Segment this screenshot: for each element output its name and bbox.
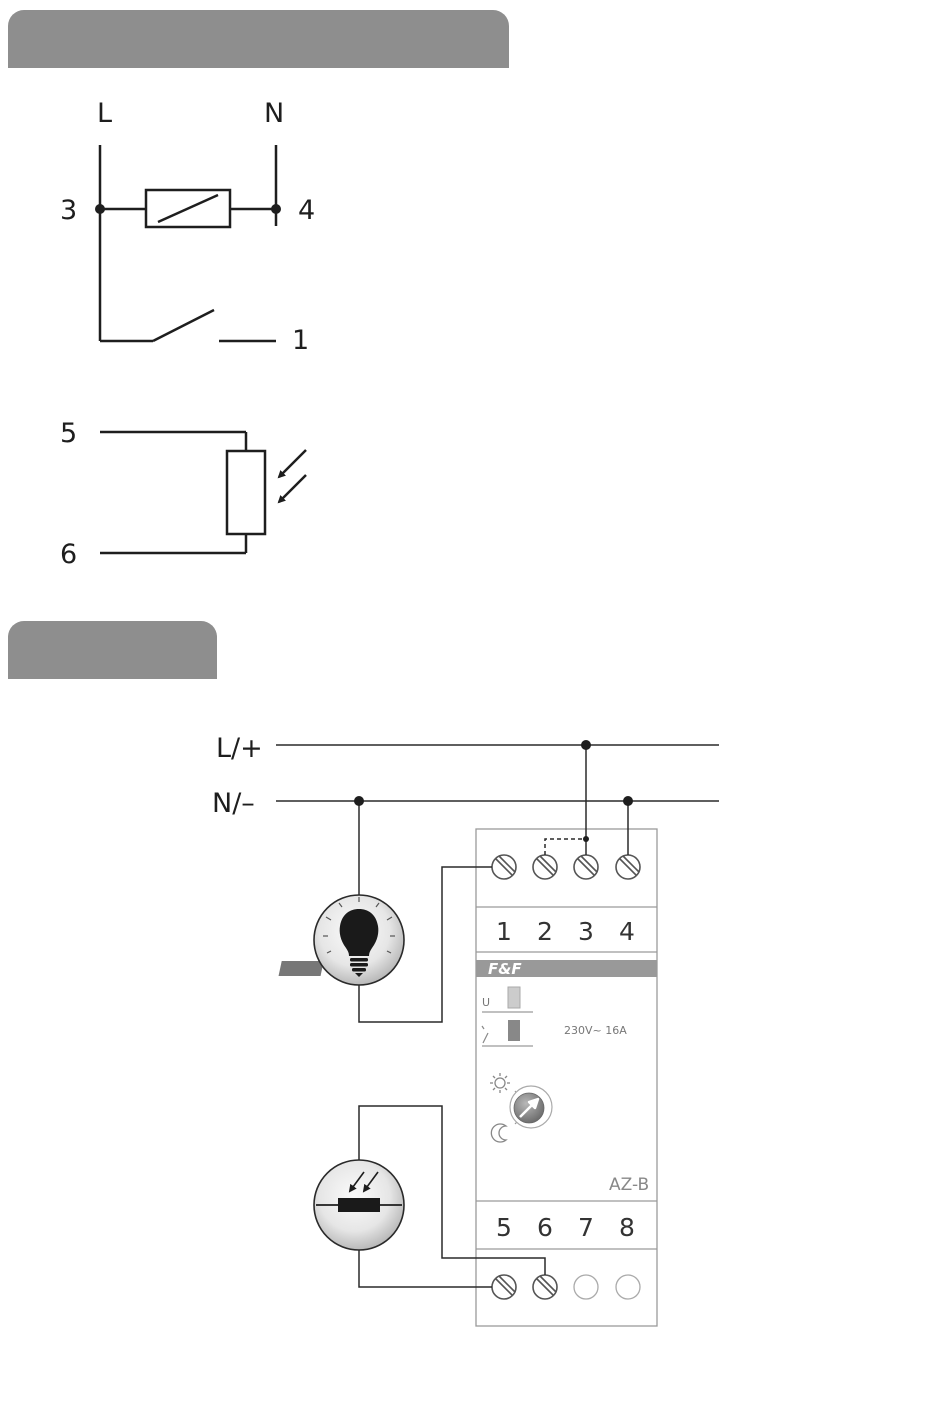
rating-label: 230V~ 16A (564, 1024, 627, 1037)
screw-terminal-4 (616, 855, 640, 879)
schematic-terminal-6: 6 (60, 539, 77, 570)
photoresistor-icon (314, 1160, 404, 1250)
bulb-icon (314, 895, 404, 985)
neutral-label: N/– (212, 788, 255, 819)
schematic-terminal-5: 5 (60, 418, 77, 449)
device-body (476, 829, 657, 1326)
screw-terminal-2 (533, 855, 557, 879)
empty-terminal-7 (574, 1275, 598, 1299)
terminal-label-8: 8 (619, 1213, 635, 1242)
schematic-label-N: N (264, 98, 284, 129)
schematic-label-L: L (97, 98, 112, 129)
schematic-terminal-4: 4 (298, 195, 315, 226)
relay-coil-symbol (95, 145, 281, 341)
screw-terminal-6 (533, 1275, 557, 1299)
empty-terminal-8 (616, 1275, 640, 1299)
indicator-u-label: U (482, 996, 490, 1009)
led-u (508, 987, 520, 1008)
model-label: AZ-B (609, 1175, 649, 1195)
terminal-label-1: 1 (496, 917, 512, 946)
schematic-terminal-3: 3 (60, 195, 77, 226)
relay-contact-symbol (100, 310, 276, 341)
terminal-label-3: 3 (578, 917, 594, 946)
brand-logo: F&F (488, 960, 522, 978)
terminal-label-4: 4 (619, 917, 635, 946)
terminal-label-7: 7 (578, 1213, 594, 1242)
line-label: L/+ (216, 733, 263, 764)
wiring-diagram: L/+ N/– 1 2 3 4 5 6 7 8 (212, 733, 719, 1326)
screw-terminal-3 (574, 855, 598, 879)
photoresistor-symbol (100, 432, 306, 553)
schematic-terminal-1: 1 (292, 325, 309, 356)
schematic: L N 3 4 1 5 6 (60, 98, 315, 570)
screw-terminal-1 (492, 855, 516, 879)
terminal-label-6: 6 (537, 1213, 553, 1242)
terminal-label-5: 5 (496, 1213, 512, 1242)
terminal-label-2: 2 (537, 917, 553, 946)
led-relay (508, 1020, 520, 1041)
screw-terminal-5 (492, 1275, 516, 1299)
sensitivity-knob[interactable] (510, 1086, 552, 1128)
